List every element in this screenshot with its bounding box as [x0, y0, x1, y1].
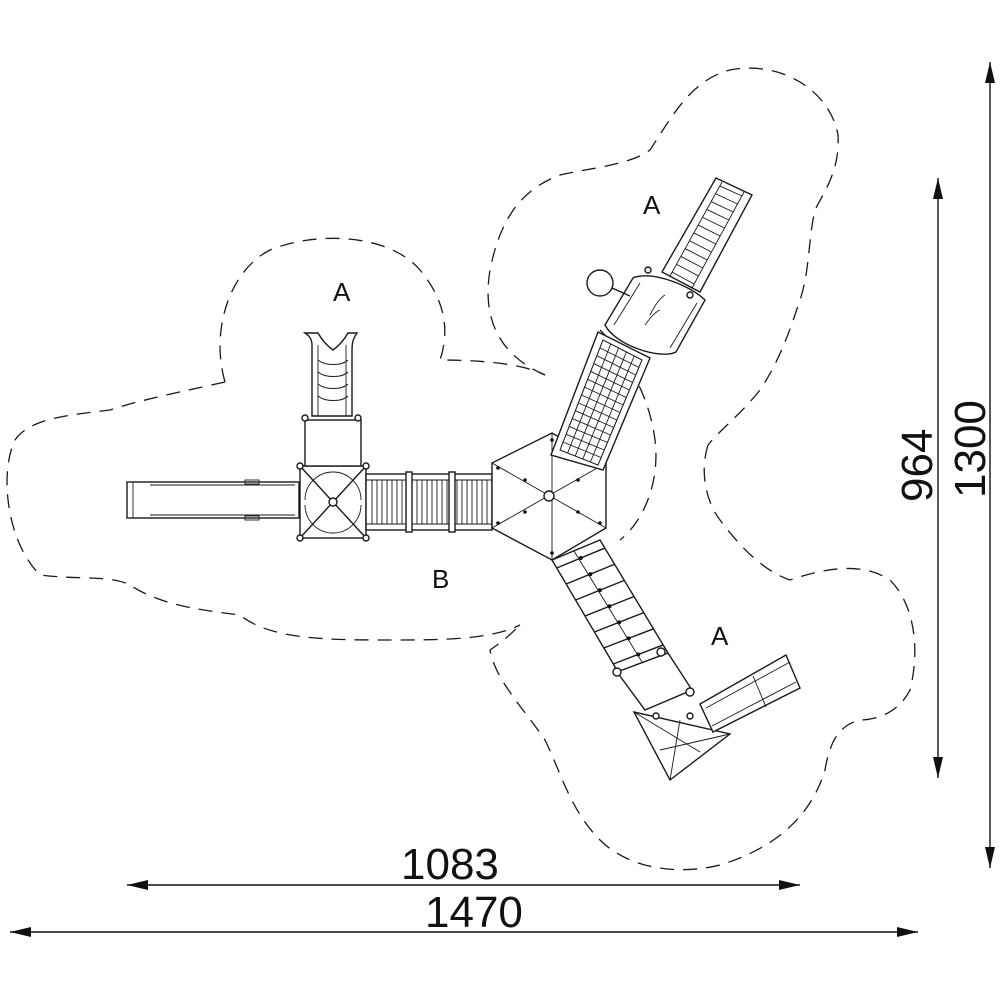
frame-joint	[597, 588, 602, 593]
bolt-dot	[550, 438, 554, 442]
net-cord	[589, 355, 635, 463]
frame-joint	[607, 604, 612, 609]
ladder-rung	[719, 185, 743, 197]
dimension-height-inner-value: 964	[893, 429, 942, 502]
bolt-dot	[523, 510, 527, 514]
bolt-dot	[550, 551, 554, 555]
ladder-rung	[689, 240, 712, 253]
bolt-dot	[496, 466, 500, 470]
dimension-height-inner: 964	[893, 178, 943, 778]
net-cord	[567, 343, 612, 454]
net-cord	[581, 394, 621, 413]
dimension-width-outer: 1470	[10, 888, 918, 937]
frame-joint	[626, 636, 631, 641]
safety-zone-left	[6, 237, 546, 641]
ladder-rung	[697, 224, 721, 237]
ladder-rung	[702, 216, 725, 229]
net-cord	[562, 441, 602, 458]
frame-joint	[617, 620, 622, 625]
net-cord	[587, 378, 627, 398]
ladder-rung	[715, 193, 738, 205]
net-cord	[582, 351, 627, 460]
bottom-right-tower	[612, 647, 732, 782]
zone-label-top-left: A	[333, 277, 351, 307]
net-cord	[574, 347, 620, 457]
net-cord	[575, 410, 614, 428]
ladder-rung	[684, 248, 708, 261]
ladder-rung	[710, 201, 734, 213]
net-cord	[572, 418, 611, 436]
ladder-rung	[693, 232, 717, 245]
frame-joint	[588, 572, 593, 577]
net-cord	[559, 339, 604, 451]
safety-zone-top-right	[487, 67, 839, 446]
zone-label-bottom-right: A	[711, 621, 729, 651]
ladder-rung	[676, 263, 699, 277]
safety-zone-bottom-right	[489, 444, 916, 871]
bottom-right-slide	[699, 654, 801, 733]
bolt-dot	[576, 478, 580, 482]
center-hex-tower	[491, 432, 607, 561]
frame-joint	[636, 652, 641, 657]
net-cord	[584, 386, 624, 406]
ladder-rung	[671, 271, 695, 285]
dimension-width-outer-value: 1470	[425, 888, 523, 937]
left-tower	[296, 414, 370, 542]
net-cord	[569, 426, 608, 443]
dimension-height-outer: 1300	[946, 62, 995, 868]
bolt-dot	[523, 478, 527, 482]
frame-joint	[578, 556, 583, 561]
net-cord	[599, 347, 640, 368]
top-right-ladder	[661, 177, 753, 293]
net-cord	[590, 371, 630, 391]
left-slide	[126, 479, 300, 521]
safety-zone-inner-curve	[599, 329, 657, 541]
bolt-dot	[598, 521, 602, 525]
net-cord	[602, 339, 643, 361]
ladder-rung	[680, 256, 704, 269]
net-cord	[596, 355, 636, 376]
bolt-dot	[496, 521, 500, 525]
top-right-tower	[586, 266, 706, 355]
bolt-dot	[576, 510, 580, 514]
dimension-width-inner: 1083	[127, 840, 800, 890]
center-bridge	[365, 471, 493, 533]
dimension-height-outer-value: 1300	[946, 400, 995, 498]
climbing-net-ramp	[550, 331, 651, 471]
zone-label-top-right: A	[643, 190, 661, 220]
net-cord	[565, 433, 605, 451]
net-cord	[578, 402, 618, 421]
ladder-rung	[706, 209, 730, 221]
dimension-width-inner-value: 1083	[401, 840, 499, 889]
net-cord	[559, 449, 599, 466]
net-cord	[593, 363, 633, 383]
zone-label-center: B	[432, 564, 449, 594]
bottom-climbing-frame	[550, 539, 670, 673]
top-left-wavy-slide	[302, 332, 359, 417]
net-cord	[597, 359, 643, 466]
safety-zones	[6, 67, 916, 871]
